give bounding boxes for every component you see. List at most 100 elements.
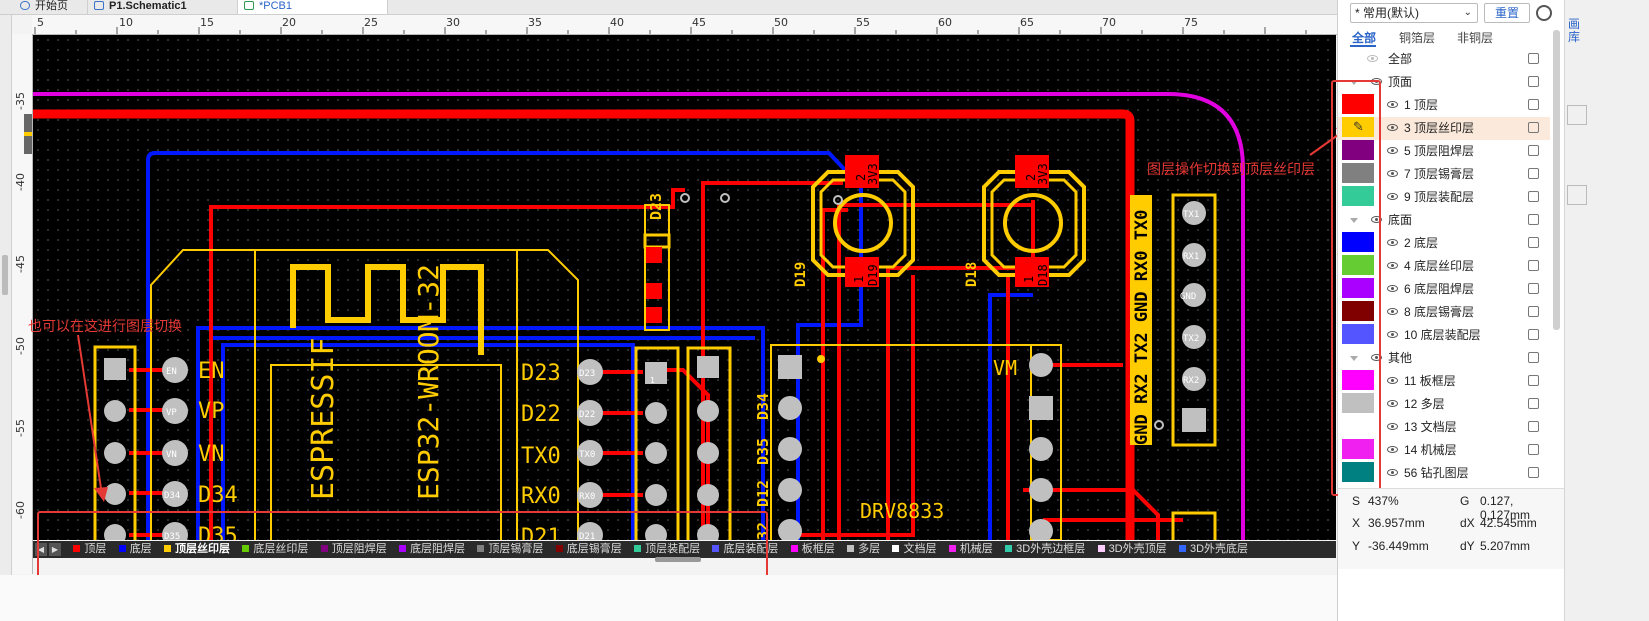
layer-color-swatch[interactable]	[1342, 186, 1374, 206]
lock-icon[interactable]	[1528, 260, 1539, 271]
layer-chip-3d-shell-top[interactable]: 3D外壳顶层	[1097, 541, 1167, 558]
lock-icon[interactable]	[1528, 283, 1539, 294]
side-tool-icon[interactable]	[1567, 185, 1587, 205]
layer-color-swatch[interactable]	[1342, 416, 1374, 436]
tab-copper[interactable]: 铜箔层	[1399, 31, 1436, 45]
tab-pcb[interactable]: *PCB1	[238, 0, 388, 14]
layer-row-3-top-silk[interactable]: 3 顶层丝印层	[1338, 117, 1550, 140]
panel-collapse-handle[interactable]	[2, 255, 8, 295]
layer-chip-board-outline[interactable]: 板框层	[790, 541, 835, 558]
lock-icon[interactable]	[1528, 467, 1539, 478]
side-tool-icon[interactable]	[1567, 105, 1587, 125]
eye-icon[interactable]	[1387, 147, 1398, 154]
eye-icon[interactable]	[1371, 216, 1382, 223]
layer-chip-top-assembly[interactable]: 顶层装配层	[634, 541, 700, 558]
lock-icon[interactable]	[1528, 214, 1539, 225]
layer-row-11-board-outline[interactable]: 11 板框层	[1338, 370, 1550, 393]
layer-settings-icon[interactable]	[1536, 5, 1552, 21]
layer-row-2-bottom[interactable]: 2 底层	[1338, 232, 1550, 255]
lock-icon[interactable]	[1528, 375, 1539, 386]
layer-chip-top-silk[interactable]: 顶层丝印层	[164, 541, 230, 558]
lock-icon[interactable]	[1528, 398, 1539, 409]
layer-color-swatch[interactable]	[1342, 94, 1374, 114]
layer-color-swatch[interactable]	[1342, 370, 1374, 390]
layer-color-swatch[interactable]	[1342, 393, 1374, 413]
layer-color-swatch[interactable]	[1342, 324, 1374, 344]
lock-icon[interactable]	[1528, 99, 1539, 110]
eye-icon[interactable]	[1387, 377, 1398, 384]
lock-icon[interactable]	[1528, 122, 1539, 133]
layer-color-swatch[interactable]	[1342, 278, 1374, 298]
collapse-icon[interactable]	[1350, 356, 1358, 361]
eye-icon[interactable]	[1387, 285, 1398, 292]
layer-chip-document[interactable]: 文档层	[892, 541, 936, 558]
layer-chip-3d-shell-bottom[interactable]: 3D外壳底层	[1178, 541, 1248, 558]
layer-row-12-multi[interactable]: 12 多层	[1338, 393, 1550, 416]
layer-chip-3d-shell-outline[interactable]: 3D外壳边框层	[1005, 541, 1085, 558]
layer-chip-bottom[interactable]: 底层	[118, 541, 152, 558]
lock-icon[interactable]	[1528, 306, 1539, 317]
layer-chip-top-paste[interactable]: 顶层锡膏层	[477, 541, 543, 558]
eye-icon[interactable]	[1387, 446, 1398, 453]
lock-icon[interactable]	[1528, 237, 1539, 248]
tab-start-page[interactable]: 开始页	[14, 0, 88, 14]
lock-icon[interactable]	[1528, 191, 1539, 202]
layer-row-9-top-assembly[interactable]: 9 顶层装配层	[1338, 186, 1550, 209]
layer-row-8-bottom-paste[interactable]: 8 底层锡膏层	[1338, 301, 1550, 324]
lock-icon[interactable]	[1528, 145, 1539, 156]
side-tab[interactable]: 画库	[1568, 17, 1581, 44]
eye-icon[interactable]	[1387, 193, 1398, 200]
tab-all[interactable]: 全部	[1352, 31, 1377, 45]
layer-row-1-top[interactable]: 1 顶层	[1338, 94, 1550, 117]
layer-color-swatch-active[interactable]: ✎	[1342, 117, 1374, 137]
layer-group-other[interactable]: 其他	[1338, 347, 1550, 370]
tab-schematic[interactable]: P1.Schematic1	[88, 0, 238, 14]
layer-row-4-bottom-silk[interactable]: 4 底层丝印层	[1338, 255, 1550, 278]
tab-non-copper[interactable]: 非铜层	[1457, 31, 1494, 45]
layer-row-all[interactable]: 全部	[1338, 48, 1550, 71]
layer-row-13-document[interactable]: 13 文档层	[1338, 416, 1550, 439]
layer-color-swatch[interactable]	[1342, 301, 1374, 321]
layer-chip-mechanical[interactable]: 机械层	[948, 541, 993, 558]
layer-bar-next[interactable]: ▶	[49, 543, 61, 556]
lock-icon[interactable]	[1528, 329, 1539, 340]
layer-chip-bottom-silk[interactable]: 底层丝印层	[242, 541, 308, 558]
eye-icon[interactable]	[1387, 124, 1398, 131]
eye-icon[interactable]	[1387, 400, 1398, 407]
layer-row-7-top-paste[interactable]: 7 顶层锡膏层	[1338, 163, 1550, 186]
layer-row-10-bottom-assembly[interactable]: 10 底层装配层	[1338, 324, 1550, 347]
eye-icon[interactable]	[1387, 239, 1398, 246]
eye-icon[interactable]	[1387, 331, 1398, 338]
eye-icon[interactable]	[1387, 262, 1398, 269]
eye-icon[interactable]	[1387, 423, 1398, 430]
lock-icon[interactable]	[1528, 421, 1539, 432]
layer-group-bottom[interactable]: 底面	[1338, 209, 1550, 232]
layer-color-swatch[interactable]	[1342, 163, 1374, 183]
lock-icon[interactable]	[1528, 53, 1539, 64]
lock-icon[interactable]	[1528, 76, 1539, 87]
eye-icon[interactable]	[1387, 308, 1398, 315]
layer-chip-top[interactable]: 顶层	[73, 541, 106, 558]
eye-icon[interactable]	[1387, 101, 1398, 108]
layer-color-swatch[interactable]	[1342, 232, 1374, 252]
pcb-canvas[interactable]: ESPRESSIF ESP32-WROOM-32 EN VP VN D34 D3…	[33, 35, 1336, 540]
layer-color-swatch[interactable]	[1342, 462, 1374, 482]
lock-icon[interactable]	[1528, 352, 1539, 363]
eye-icon[interactable]	[1387, 170, 1398, 177]
layer-color-swatch[interactable]	[1342, 255, 1374, 275]
eye-icon[interactable]	[1371, 354, 1382, 361]
reset-button[interactable]: 重置	[1484, 3, 1530, 23]
layer-chip-bottom-mask[interactable]: 底层阻焊层	[399, 541, 465, 558]
layer-bar-scroll-handle[interactable]	[655, 557, 701, 562]
lock-icon[interactable]	[1528, 168, 1539, 179]
lock-icon[interactable]	[1528, 444, 1539, 455]
layer-chip-multi[interactable]: 多层	[847, 541, 880, 558]
eye-icon[interactable]	[1367, 55, 1378, 62]
layer-chip-bottom-assembly[interactable]: 底层装配层	[712, 541, 778, 558]
layer-row-56-drill[interactable]: 56 钻孔图层	[1338, 462, 1550, 485]
eye-icon[interactable]	[1387, 469, 1398, 476]
layer-color-swatch[interactable]	[1342, 439, 1374, 459]
layer-list-scrollbar[interactable]	[1553, 30, 1560, 330]
layer-color-swatch[interactable]	[1342, 140, 1374, 160]
layer-row-5-top-mask[interactable]: 5 顶层阻焊层	[1338, 140, 1550, 163]
